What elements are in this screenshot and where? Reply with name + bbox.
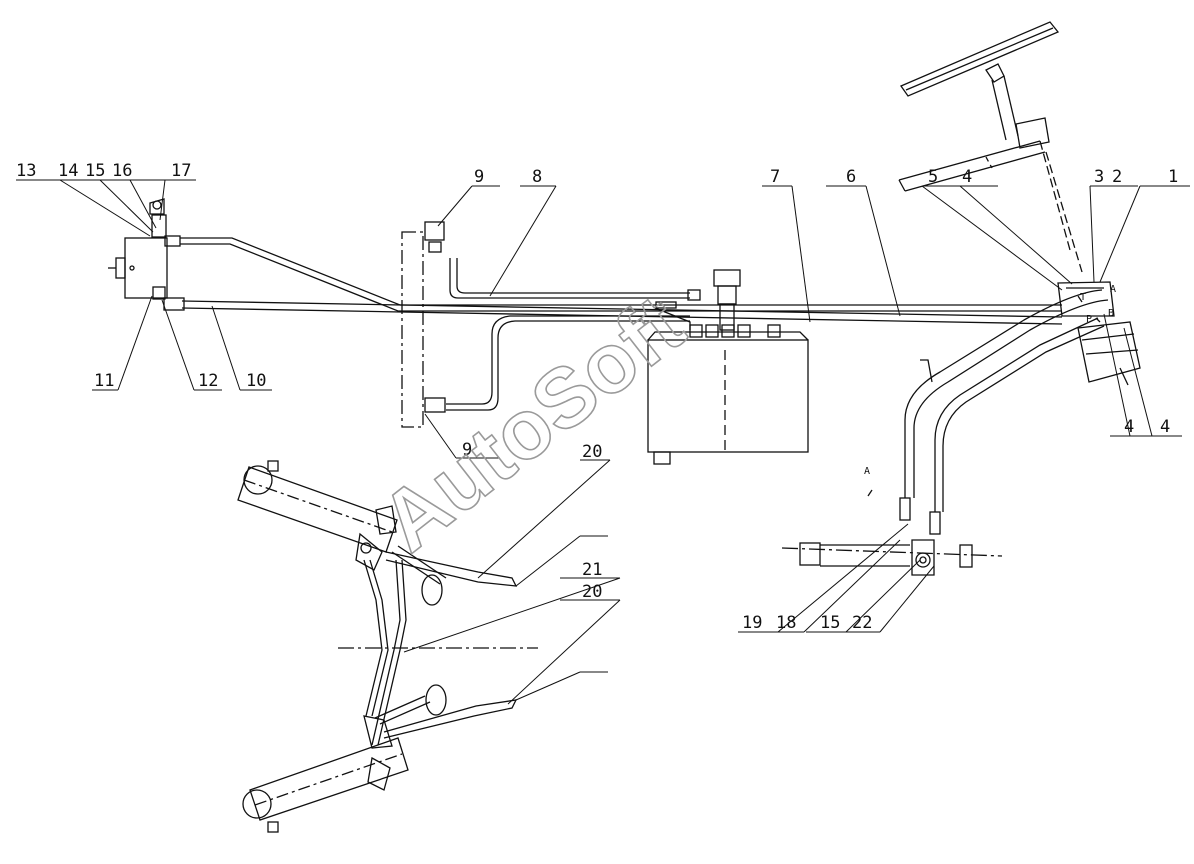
- callout-2: 2: [1112, 167, 1122, 187]
- callout-5: 5: [928, 167, 938, 187]
- left-valve-block: [108, 198, 168, 300]
- view-a-label: A: [864, 466, 870, 477]
- port-a-label: A: [1110, 284, 1116, 295]
- steering-column: [898, 117, 1083, 273]
- pipe-lower-loop: [446, 307, 691, 411]
- pipe-to-steering-unit: [899, 289, 1109, 535]
- callout-21: 21: [582, 560, 602, 580]
- callout-4-lower-right: 4: [1160, 417, 1170, 437]
- steering-cylinder-lower: [242, 684, 447, 833]
- port-t-label: T: [1080, 292, 1086, 303]
- callout-15-top: 15: [85, 161, 105, 181]
- callout-12: 12: [198, 371, 218, 391]
- pipe-line-8: [449, 258, 701, 309]
- axle-view-a: [781, 489, 1003, 576]
- port-markers: [1077, 295, 1101, 323]
- callout-20-top: 20: [582, 442, 602, 462]
- callout-18: 18: [776, 613, 796, 633]
- port-b-label: B: [1108, 308, 1114, 319]
- port-p-label: P: [1086, 314, 1092, 325]
- callout-15-bottom: 15: [820, 613, 840, 633]
- callout-20-bottom: 20: [582, 582, 602, 602]
- callout-10: 10: [246, 371, 266, 391]
- callout-4-lower-left: 4: [1124, 417, 1134, 437]
- mounting-plate: [401, 221, 446, 428]
- callout-14: 14: [58, 161, 78, 181]
- callout-19: 19: [742, 613, 762, 633]
- callout-16: 16: [112, 161, 132, 181]
- port-letter-labels: A B P T A: [864, 284, 1116, 477]
- callout-4-top: 4: [962, 167, 972, 187]
- callout-9-top: 9: [474, 167, 484, 187]
- callout-labels: 13 14 15 16 17 11 12 10 9 8 9 7 6 5 4 3 …: [16, 161, 1178, 633]
- callout-8: 8: [532, 167, 542, 187]
- callout-1: 1: [1168, 167, 1178, 187]
- callout-3: 3: [1094, 167, 1104, 187]
- callout-6: 6: [846, 167, 856, 187]
- callout-7: 7: [770, 167, 780, 187]
- callout-13: 13: [16, 161, 36, 181]
- callout-11: 11: [94, 371, 114, 391]
- callout-9-bottom: 9: [462, 440, 472, 460]
- callout-22: 22: [852, 613, 872, 633]
- cylinder-tie-pipes: [338, 551, 538, 746]
- hydraulic-tank: [647, 269, 809, 465]
- steering-wheel: [900, 21, 1060, 141]
- callout-17: 17: [171, 161, 191, 181]
- callout-leaders: [16, 179, 1190, 705]
